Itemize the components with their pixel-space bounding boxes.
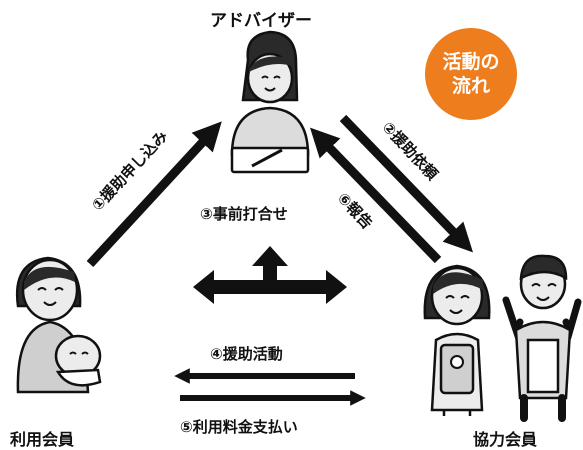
arrow-request [86,121,222,268]
helper-member-label: 協力会員 [473,430,538,449]
step-activity-label: ④援助活動 [210,345,283,363]
arrow-report [309,127,442,264]
helper-couple-icon [423,254,582,422]
user-member-label: 利用会員 [10,430,75,449]
step-pre-meeting-label: ③事前打合せ [200,205,288,223]
arrow-dispatch [339,114,474,253]
advisor-title: アドバイザー [210,11,312,31]
advisor-figure-icon [230,30,310,174]
mother-with-baby-icon [15,256,102,394]
badge-line2: 流れ [451,75,490,97]
badge-line1: 活動の [442,51,500,73]
step-payment-label: ⑤利用料金支払い [180,418,298,436]
arrow-pre-meeting [193,246,347,304]
activity-flow-badge: 活動の 流れ [425,28,517,120]
